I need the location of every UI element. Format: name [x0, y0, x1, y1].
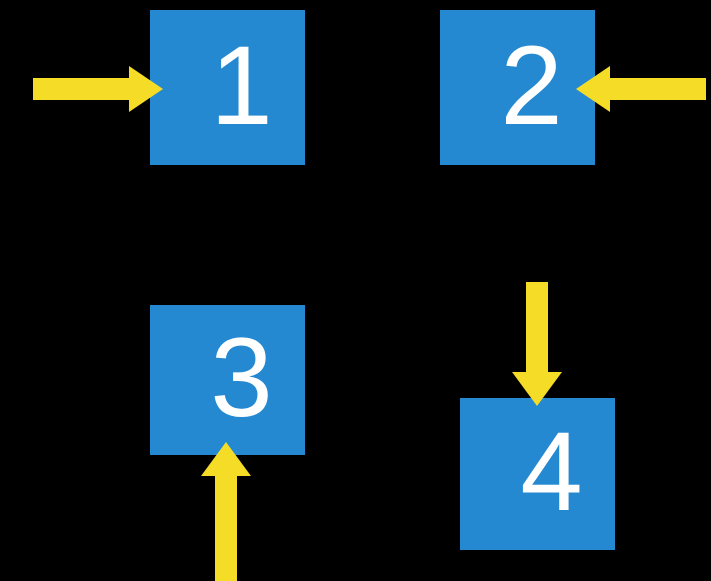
node-block-2[interactable]: 2 [440, 10, 595, 165]
node-block-3[interactable]: 3 [150, 305, 305, 455]
node-label-2: 2 [500, 22, 563, 148]
arrow-down-icon[interactable] [511, 282, 563, 406]
node-label-3: 3 [210, 315, 273, 440]
node-label-4: 4 [520, 409, 583, 534]
arrow-right-icon[interactable] [33, 66, 163, 112]
arrow-up-icon[interactable] [200, 442, 252, 581]
node-label-1: 1 [210, 22, 273, 148]
node-block-1[interactable]: 1 [150, 10, 305, 165]
node-block-4[interactable]: 4 [460, 398, 615, 550]
arrow-left-icon[interactable] [576, 66, 706, 112]
